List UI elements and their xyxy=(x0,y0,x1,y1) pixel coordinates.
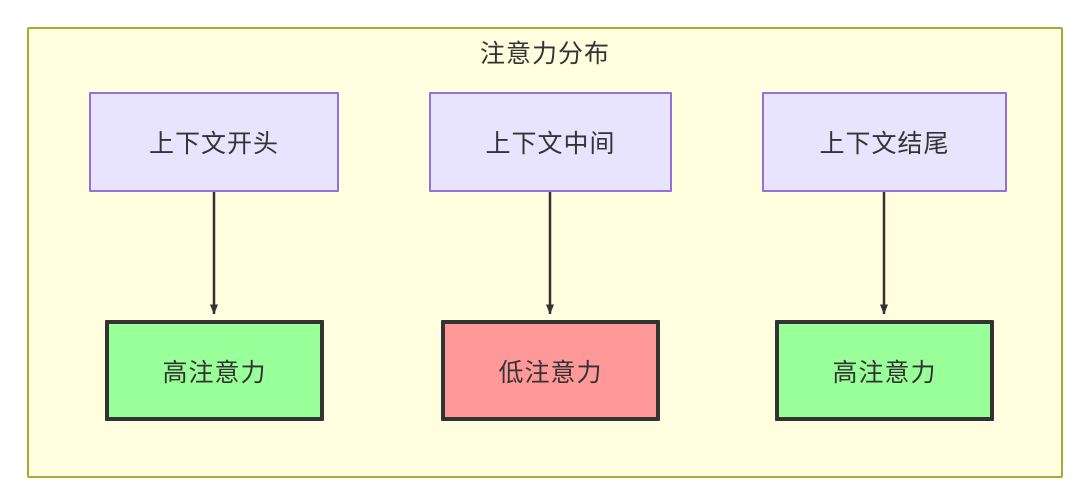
node-label: 上下文开头 xyxy=(148,130,279,158)
node-ctx-middle[interactable]: 上下文中间 xyxy=(429,92,672,192)
node-label: 高注意力 xyxy=(832,358,937,387)
node-ctx-end[interactable]: 上下文结尾 xyxy=(762,92,1007,192)
node-attention-high-start[interactable]: 高注意力 xyxy=(105,320,324,421)
subgraph-title: 注意力分布 xyxy=(479,40,610,68)
node-attention-low-middle[interactable]: 低注意力 xyxy=(441,320,660,421)
node-ctx-start[interactable]: 上下文开头 xyxy=(89,92,339,192)
node-label: 高注意力 xyxy=(162,358,267,387)
subgraph-attention-distribution: 注意力分布 上下文开头 上下文中间 上下文结尾 高注意力 xyxy=(27,27,1063,478)
node-attention-high-end[interactable]: 高注意力 xyxy=(775,320,994,421)
node-label: 低注意力 xyxy=(498,358,603,387)
node-label: 上下文中间 xyxy=(485,130,616,158)
node-label: 上下文结尾 xyxy=(819,130,950,158)
